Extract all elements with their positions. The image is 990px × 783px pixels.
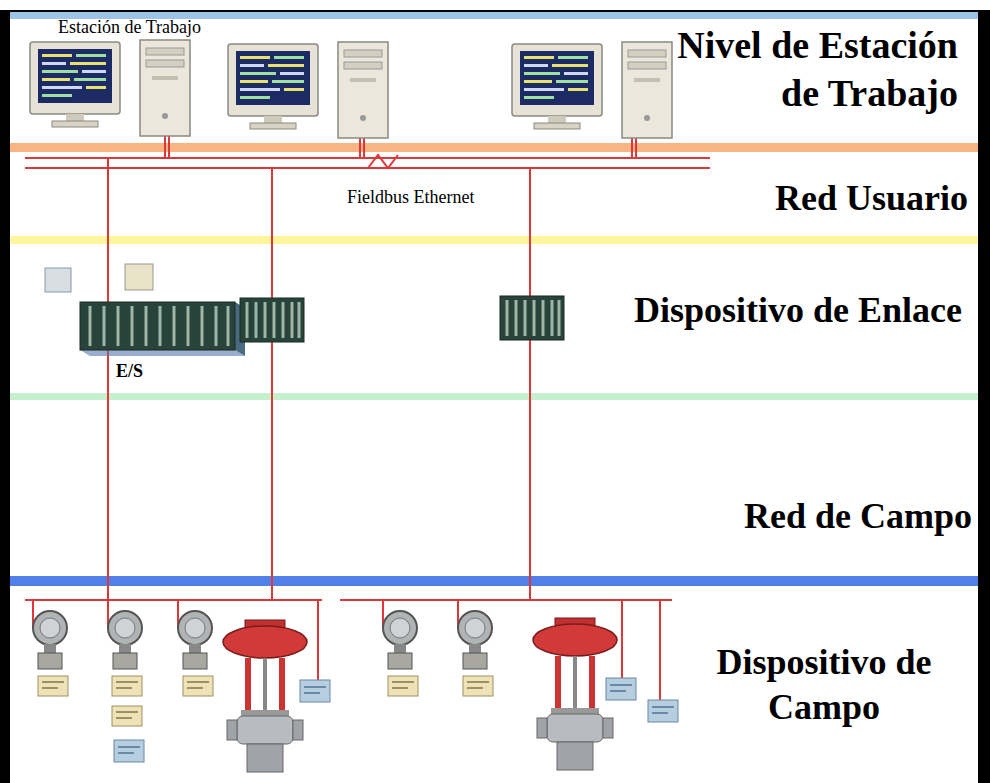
workstation (228, 42, 388, 138)
module-box (183, 676, 213, 696)
transmitter (33, 611, 67, 669)
valve-positioner (606, 678, 636, 700)
transmitter (178, 611, 212, 669)
io-module (125, 264, 153, 290)
valve-positioner (300, 680, 330, 702)
workstation (512, 42, 672, 138)
transmitter (108, 611, 142, 669)
level-label: Red de Campo (744, 494, 972, 539)
frame (0, 10, 990, 783)
control-valve (533, 618, 617, 770)
level-band (10, 576, 978, 586)
module-box (388, 676, 418, 696)
link-rack (500, 296, 564, 340)
level-band (10, 143, 978, 152)
module-box (648, 700, 678, 722)
network-label: Fieldbus Ethernet (345, 186, 476, 209)
level-label: Red Usuario (775, 176, 968, 221)
level-band (10, 236, 978, 244)
control-valve (223, 620, 307, 772)
transmitter (383, 611, 417, 669)
io-rack (80, 302, 245, 356)
transmitter (458, 611, 492, 669)
io-module (45, 268, 71, 292)
ground (10, 12, 978, 783)
workstation-label: Estación de Trabajo (58, 16, 201, 39)
module-box (114, 740, 144, 762)
workstation (30, 40, 190, 136)
level-label: Dispositivo de Enlace (634, 288, 962, 333)
module-box (38, 676, 68, 696)
level-band (10, 393, 978, 400)
level-label: Nivel de Estación de Trabajo (658, 22, 958, 117)
module-box (463, 676, 493, 696)
module-box (112, 676, 142, 696)
link-rack (240, 298, 304, 342)
level-label: Dispositivo de Campo (676, 640, 972, 730)
module-box (112, 706, 142, 726)
network-wires (25, 136, 710, 700)
io-label: E/S (114, 360, 145, 383)
